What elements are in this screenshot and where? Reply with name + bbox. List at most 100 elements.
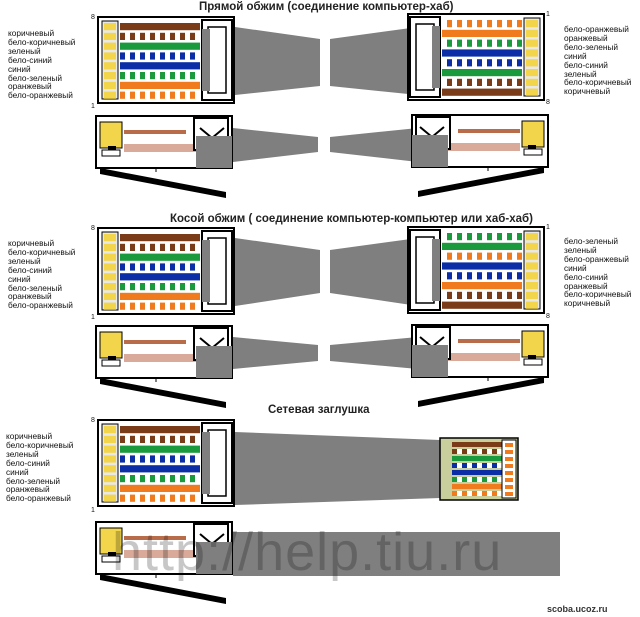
left-wire-list: коричневый бело-коричневый зеленый бело-… <box>8 239 75 310</box>
rj45-plug-side-icon <box>95 521 233 604</box>
cable-jacket <box>412 135 448 167</box>
plug-contacts <box>101 231 119 311</box>
wire-stripe <box>477 20 482 28</box>
wire-stripe <box>120 72 125 80</box>
plug-side-contact <box>99 121 123 149</box>
wire-label: бело-синий <box>8 264 52 275</box>
wire-stripe <box>477 252 482 260</box>
watermark-corner: scoba.ucoz.ru <box>547 604 608 614</box>
wire-stripe <box>452 456 504 461</box>
rj45-plug-top-icon <box>97 419 235 507</box>
wire-stripe <box>457 39 462 47</box>
wire-label: бело-зеленый <box>564 41 618 52</box>
wire-side <box>448 353 520 361</box>
wire-label: оранжевый <box>6 484 50 495</box>
wire-label: бело-коричневый <box>564 77 632 88</box>
wire-label: коричневый <box>564 86 611 97</box>
right-wire-list: бело-оранжевый оранжевый бело-зеленый си… <box>564 25 631 96</box>
wire-stripe <box>442 49 522 57</box>
wire-stripe <box>457 233 462 241</box>
plug-side-contact <box>523 358 543 366</box>
wire-stripe <box>492 491 497 496</box>
wire-stripe <box>497 291 502 299</box>
wire-stripe <box>180 52 185 60</box>
wire-label: бело-коричневый <box>8 36 76 47</box>
loopback-loop <box>505 485 513 489</box>
plug-latch-inner <box>415 236 435 304</box>
contact-pin <box>104 253 116 261</box>
contact-pin <box>104 243 116 251</box>
wire-stripe <box>130 494 135 502</box>
wire-stripe <box>492 463 497 468</box>
wire-stripe <box>467 291 472 299</box>
wire-label: бело-коричневый <box>564 289 632 300</box>
cable-icon <box>233 532 560 576</box>
contact-pin <box>104 81 116 89</box>
wire-stripe <box>472 477 477 482</box>
wire-stripe <box>160 455 165 463</box>
contact-pin <box>526 301 538 309</box>
wire-stripe <box>457 291 462 299</box>
wire-stripe <box>120 465 200 473</box>
wire-stripe <box>452 470 504 475</box>
plug-side-contact <box>523 148 543 156</box>
wire-label: синий <box>6 466 29 477</box>
wire-stripe <box>150 52 155 60</box>
wire-stripe <box>180 32 185 40</box>
pin-number: 8 <box>91 417 95 424</box>
pin-number: 1 <box>546 224 550 231</box>
wire-stripe <box>472 491 477 496</box>
wire-label: бело-оранжевый <box>8 90 73 101</box>
wire-label: синий <box>8 63 31 74</box>
wire-label: оранжевый <box>564 280 608 291</box>
wire-stripe <box>120 91 125 99</box>
cable-jacket <box>432 26 440 88</box>
wire-stripe <box>180 475 185 483</box>
contact-pin <box>104 23 116 31</box>
wire-stripe <box>492 477 497 482</box>
wire-stripe <box>120 32 125 40</box>
contact-pin <box>526 291 538 299</box>
wire-label: бело-зеленый <box>8 282 62 293</box>
cable-icon <box>235 27 320 95</box>
wire-stripe <box>160 52 165 60</box>
cable-icon <box>235 432 440 505</box>
wire-stripe <box>442 301 522 309</box>
wire-stripe <box>140 455 145 463</box>
wire-stripe <box>170 32 175 40</box>
contact-pin <box>104 62 116 70</box>
contact-pin <box>526 49 538 57</box>
contact-pin <box>104 91 116 99</box>
contact-pin <box>104 494 116 502</box>
contact-pin <box>526 20 538 28</box>
wire-stripe <box>140 243 145 251</box>
wire-stripe <box>492 449 497 454</box>
wire-stripe <box>487 252 492 260</box>
rj45-plug-side-icon <box>411 114 549 197</box>
contact-pin <box>104 465 116 473</box>
wire-stripe <box>130 91 135 99</box>
wire-label: оранжевый <box>8 81 52 92</box>
wire-stripe <box>120 52 125 60</box>
cable-jacket <box>196 346 232 378</box>
rj45-plug-side-icon <box>95 115 233 198</box>
wire-stripe <box>130 263 135 271</box>
pin-number: 1 <box>546 11 550 18</box>
watermark-text: http://help.tiu.ru <box>112 522 503 582</box>
wire-stripe <box>150 243 155 251</box>
wire-stripe <box>472 463 477 468</box>
wire-stripe <box>180 435 185 443</box>
plug-latch-inner <box>415 23 435 91</box>
right-wire-list: бело-зеленый зеленый бело-оранжевый сини… <box>564 237 631 308</box>
wire-stripe <box>120 273 200 281</box>
plug-contacts <box>523 17 541 97</box>
wire-side <box>124 354 196 362</box>
wire-stripe <box>130 32 135 40</box>
wire-stripe <box>517 59 522 67</box>
wire-stripe <box>170 475 175 483</box>
loopback-loop <box>505 457 513 461</box>
wire-stripe <box>517 272 522 280</box>
plug-latch-inner <box>207 429 227 497</box>
wire-stripe <box>140 52 145 60</box>
rj45-plug-top-icon <box>97 227 235 315</box>
